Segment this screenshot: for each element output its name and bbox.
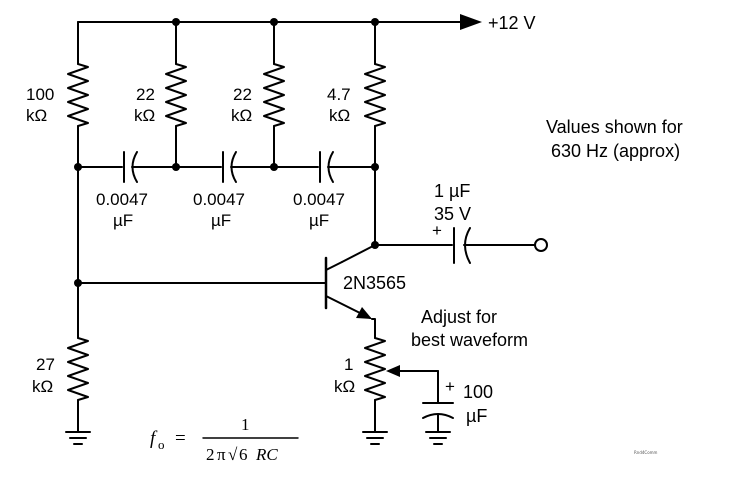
formula-f: f xyxy=(150,428,158,449)
output-cap-voltage: 35 V xyxy=(434,204,471,224)
c1-value: 0.0047 xyxy=(96,190,148,209)
c2-unit: µF xyxy=(211,211,231,230)
base-bias-network xyxy=(67,166,327,433)
r2-value: 22 xyxy=(136,85,155,104)
ground-icon xyxy=(65,431,91,445)
ground-icon xyxy=(362,431,388,445)
formula-den-two: 2 xyxy=(206,445,215,464)
c3-value: 0.0047 xyxy=(293,190,345,209)
r4-value: 4.7 xyxy=(327,85,351,104)
supply-arrow-icon xyxy=(460,14,482,30)
bypass-cap-value: 100 xyxy=(463,382,493,402)
resistor-r1-100k xyxy=(67,63,89,168)
pot-note-line1: Adjust for xyxy=(421,307,497,327)
values-note-line1: Values shown for xyxy=(546,117,683,137)
r5-value: 27 xyxy=(36,355,55,374)
capacitor-ladder xyxy=(77,151,376,183)
watermark: Rnd4Comm xyxy=(634,450,658,455)
c1-unit: µF xyxy=(113,211,133,230)
pot-unit: kΩ xyxy=(334,377,355,396)
bypass-cap-polarity: + xyxy=(445,377,455,396)
r3-value: 22 xyxy=(233,85,252,104)
emitter-arrow-icon xyxy=(356,307,372,319)
r2-unit: kΩ xyxy=(134,106,155,125)
formula-numerator: 1 xyxy=(241,415,250,434)
resistor-r4-4k7 xyxy=(364,21,386,168)
pot-value: 1 xyxy=(344,355,353,374)
c3-unit: µF xyxy=(309,211,329,230)
bypass-capacitor xyxy=(422,370,454,433)
output-cap-polarity: + xyxy=(432,221,442,240)
transistor-label: 2N3565 xyxy=(343,273,406,293)
emitter-potentiometer xyxy=(364,318,439,433)
r5-unit: kΩ xyxy=(32,377,53,396)
supply-rail: +12 V xyxy=(77,13,536,65)
formula-den-rc: RC xyxy=(255,445,278,464)
r1-value: 100 xyxy=(26,85,54,104)
c2-value: 0.0047 xyxy=(193,190,245,209)
output-capacitor xyxy=(374,227,548,264)
wiper-arrow-icon xyxy=(386,365,400,377)
collector-wire xyxy=(341,166,376,263)
output-terminal-icon xyxy=(534,238,548,252)
formula-den-six: 6 xyxy=(239,445,248,464)
ground-icon xyxy=(425,431,451,445)
output-cap-value: 1 µF xyxy=(434,181,470,201)
resistor-r2-22k xyxy=(165,21,187,168)
formula-den-pi: π xyxy=(217,445,226,464)
values-note-line2: 630 Hz (approx) xyxy=(551,141,680,161)
r3-unit: kΩ xyxy=(231,106,252,125)
formula-sub: o xyxy=(158,437,165,452)
frequency-formula: f o = 1 2 π √ 6 RC xyxy=(150,415,299,464)
transistor-2n3565 xyxy=(324,256,372,319)
r4-unit: kΩ xyxy=(329,106,350,125)
r1-unit: kΩ xyxy=(26,106,47,125)
pot-note-line2: best waveform xyxy=(411,330,528,350)
resistor-r3-22k xyxy=(263,21,285,168)
formula-den-root: √ xyxy=(228,445,238,464)
junction-dots xyxy=(74,18,379,287)
supply-label: +12 V xyxy=(488,13,536,33)
bypass-cap-unit: µF xyxy=(466,406,487,426)
formula-equals: = xyxy=(175,428,186,449)
